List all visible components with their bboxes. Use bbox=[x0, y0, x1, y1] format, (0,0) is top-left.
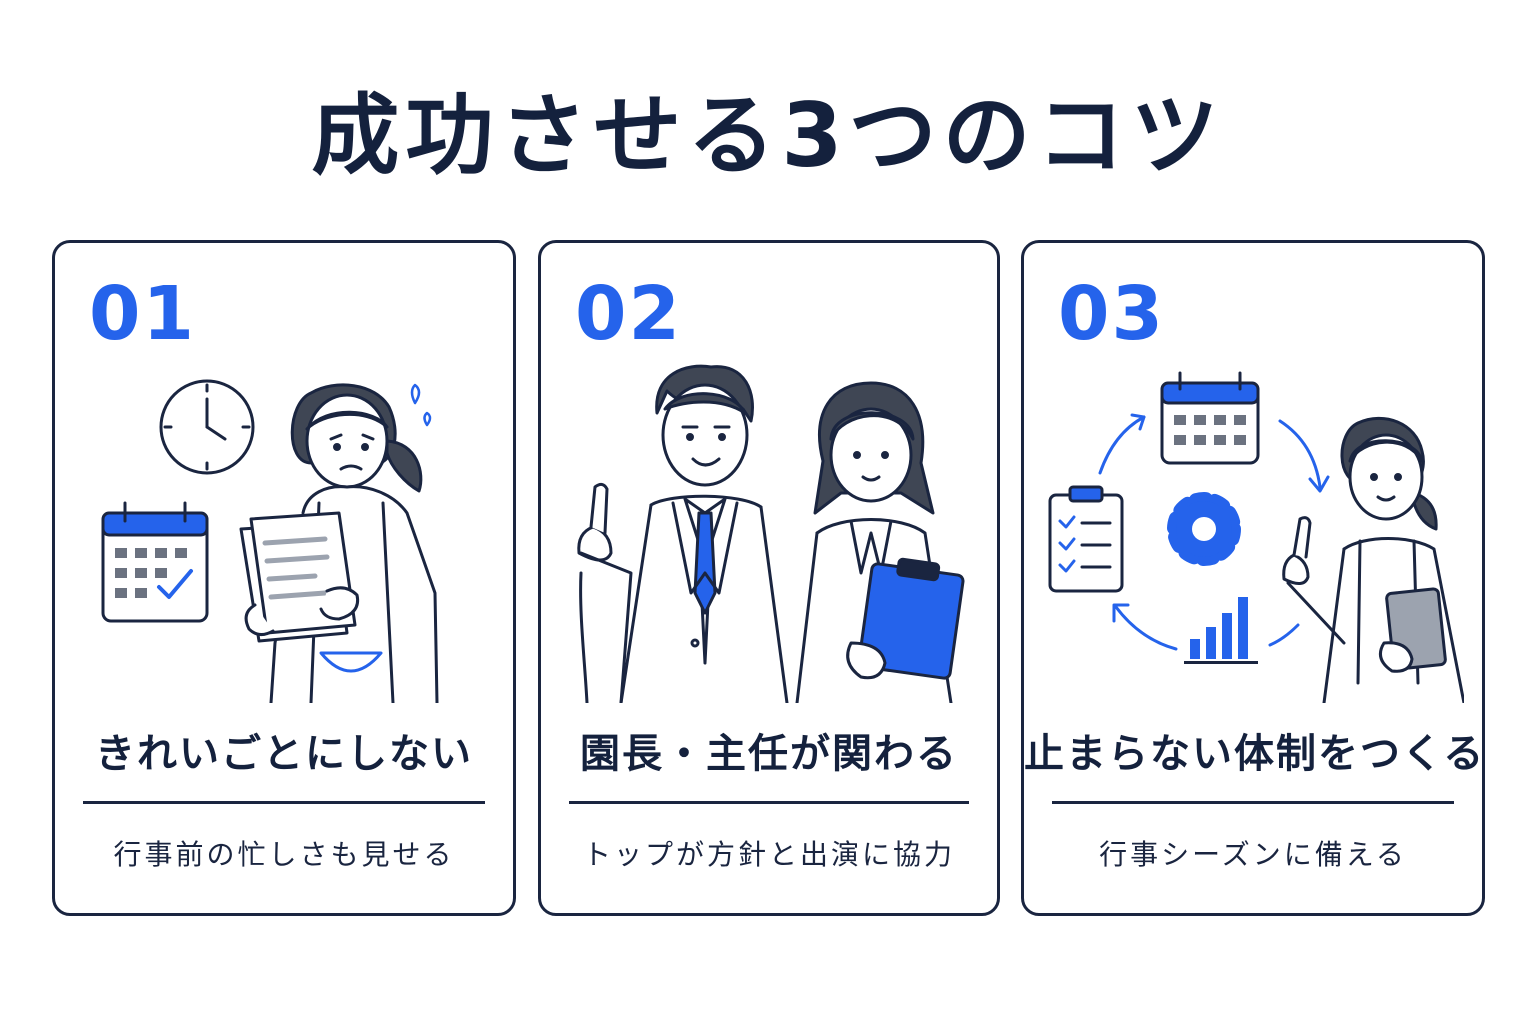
card-heading: 園長・主任が関わる bbox=[580, 731, 958, 777]
cycle-arrows-icon bbox=[1098, 413, 1330, 651]
card-number: 01 bbox=[89, 271, 196, 357]
card-number: 02 bbox=[575, 271, 682, 357]
gear-icon bbox=[1167, 492, 1241, 566]
principal-figure bbox=[577, 364, 789, 703]
card-illustration bbox=[561, 343, 981, 703]
head-teacher-figure bbox=[795, 381, 965, 703]
page-title: 成功させる3つのコツ bbox=[311, 84, 1225, 187]
bar-chart-icon bbox=[1184, 597, 1258, 664]
calendar-check-icon bbox=[101, 501, 209, 623]
card-illustration bbox=[1044, 343, 1464, 703]
divider bbox=[1052, 801, 1454, 804]
card-number: 03 bbox=[1058, 271, 1165, 357]
card-heading: きれいごとにしない bbox=[95, 731, 473, 777]
card-heading: 止まらない体制をつくる bbox=[1024, 731, 1486, 777]
teacher-tablet-figure bbox=[1282, 416, 1464, 703]
card-subtext: トップが方針と出演に協力 bbox=[582, 838, 955, 871]
clipboard-icon bbox=[857, 557, 965, 680]
divider bbox=[569, 801, 969, 804]
tip-card-1: 01 bbox=[52, 240, 516, 916]
divider bbox=[83, 801, 485, 804]
calendar-icon bbox=[1160, 371, 1260, 465]
card-subtext: 行事シーズンに備える bbox=[1099, 838, 1407, 871]
card-subtext: 行事前の忙しさも見せる bbox=[113, 838, 455, 871]
tip-card-3: 03 bbox=[1021, 240, 1485, 916]
clock-icon bbox=[159, 379, 255, 475]
documents-icon bbox=[239, 511, 360, 643]
tip-card-2: 02 bbox=[538, 240, 1000, 916]
card-illustration bbox=[75, 343, 495, 703]
checklist-icon bbox=[1048, 485, 1124, 593]
